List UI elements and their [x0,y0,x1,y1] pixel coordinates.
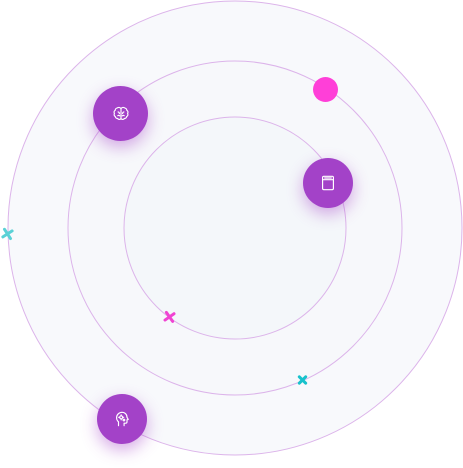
head-gears-icon [116,411,129,427]
head-gears-node[interactable] [97,394,147,444]
brain-node[interactable] [93,86,148,141]
brain-icon [112,106,129,120]
book-icon [322,175,334,191]
pink-dot [313,77,338,102]
inner-orbit [123,116,347,340]
cyan-cross-marker [0,226,16,243]
pink-cross-marker [162,309,178,325]
book-node[interactable] [303,158,353,208]
cyan-cross-marker [296,374,308,386]
